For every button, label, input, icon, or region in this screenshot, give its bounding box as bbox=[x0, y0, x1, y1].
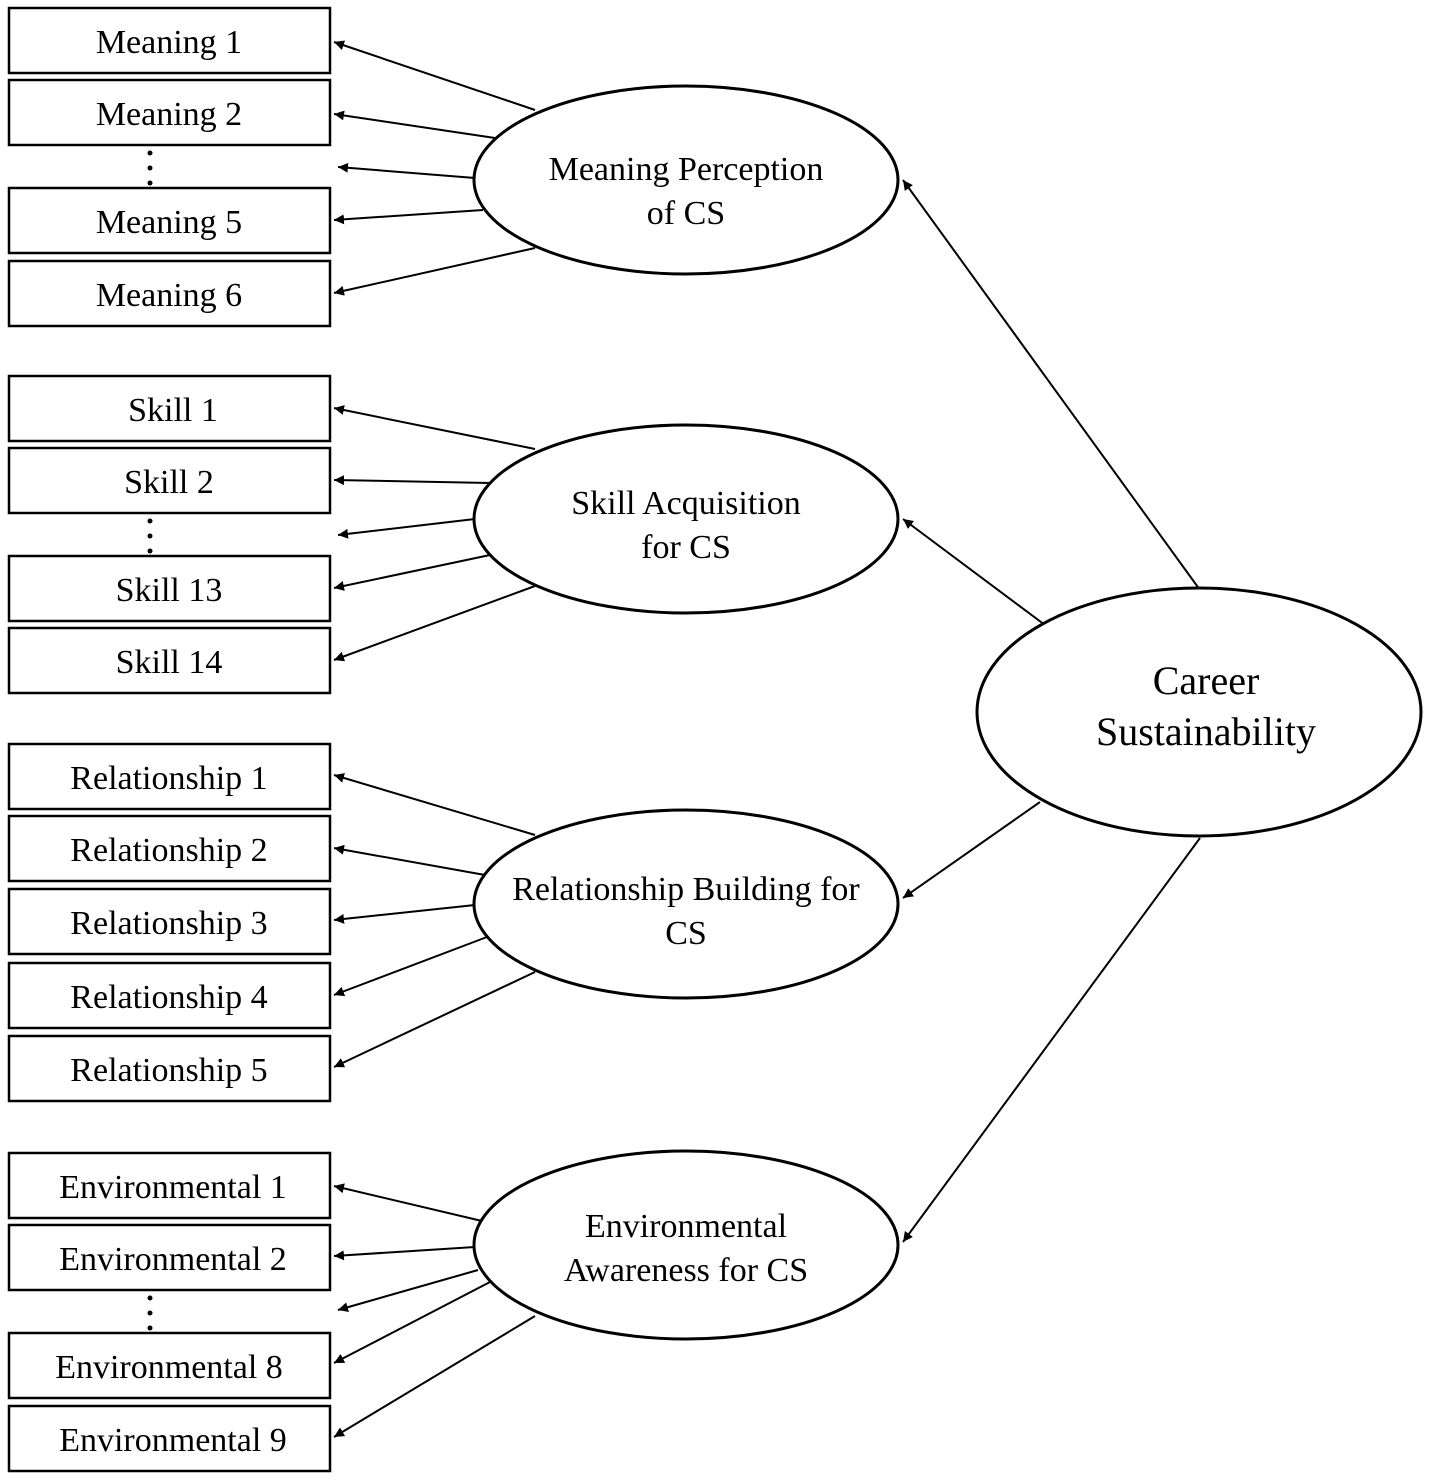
edges bbox=[333, 40, 1201, 1438]
edge-skill-13 bbox=[333, 554, 491, 591]
indicator-label: Skill 2 bbox=[124, 464, 214, 501]
indicator-box: Environmental 8 bbox=[7, 1331, 332, 1400]
indicator-box: Meaning 2 bbox=[7, 78, 332, 147]
latent-relationship: Relationship Building for CS bbox=[472, 808, 900, 1000]
ellipsis-marker bbox=[147, 1295, 153, 1331]
indicator-group-environmental: Environmental 1 Environmental 2 Environm… bbox=[7, 1151, 332, 1473]
indicator-label: Relationship 4 bbox=[70, 979, 267, 1016]
latent-label-line2: of CS bbox=[647, 195, 725, 232]
edge-environmental-9 bbox=[333, 1315, 536, 1438]
latent-skill: Skill Acquisition for CS bbox=[472, 423, 900, 615]
indicator-label: Meaning 2 bbox=[96, 96, 242, 133]
edge-relationship-4 bbox=[333, 936, 488, 997]
indicator-box: Skill 2 bbox=[7, 446, 332, 515]
indicator-label: Meaning 5 bbox=[96, 204, 242, 241]
indicator-box: Environmental 9 bbox=[7, 1404, 332, 1473]
root-label-line2: Sustainability bbox=[1096, 709, 1316, 754]
indicator-label: Skill 14 bbox=[116, 644, 223, 681]
ellipsis-marker bbox=[147, 518, 153, 554]
indicator-box: Meaning 6 bbox=[7, 259, 332, 328]
edge-environmental-ellipsis bbox=[337, 1269, 479, 1313]
latent-label-line1: Skill Acquisition bbox=[571, 485, 801, 522]
ellipsis-marker bbox=[147, 150, 153, 186]
indicator-box: Meaning 5 bbox=[7, 186, 332, 255]
indicator-box: Relationship 3 bbox=[7, 887, 332, 956]
latent-label-line1: Meaning Perception bbox=[549, 151, 824, 188]
edge-relationship-5 bbox=[333, 971, 536, 1068]
edge-meaning-ellipsis bbox=[337, 162, 476, 179]
indicator-label: Relationship 2 bbox=[70, 832, 267, 869]
indicator-label: Meaning 1 bbox=[96, 24, 242, 61]
indicator-group-meaning: Meaning 1 Meaning 2 Meaning 5 Meaning 6 bbox=[7, 6, 332, 328]
indicator-group-skill: Skill 1 Skill 2 Skill 13 Skill 14 bbox=[7, 374, 332, 695]
latent-label-line2: CS bbox=[665, 915, 707, 952]
indicator-box: Skill 14 bbox=[7, 626, 332, 695]
edge-relationship-2 bbox=[333, 844, 486, 876]
edge-environmental-2 bbox=[333, 1246, 476, 1261]
indicator-box: Skill 1 bbox=[7, 374, 332, 443]
indicator-label: Environmental 9 bbox=[59, 1422, 287, 1459]
edge-meaning-6 bbox=[333, 247, 536, 296]
edge-cs-to-relationship bbox=[902, 801, 1041, 899]
indicator-box: Relationship 2 bbox=[7, 814, 332, 883]
edge-relationship-3 bbox=[333, 904, 476, 924]
edge-skill-14 bbox=[333, 585, 536, 662]
latent-career-sustainability: Career Sustainability bbox=[975, 586, 1423, 838]
indicator-label: Environmental 1 bbox=[59, 1169, 287, 1206]
indicator-label: Relationship 3 bbox=[70, 905, 267, 942]
edge-cs-to-environmental bbox=[902, 837, 1201, 1243]
indicator-label: Skill 1 bbox=[128, 392, 218, 429]
indicator-label: Relationship 5 bbox=[70, 1052, 267, 1089]
indicator-box: Relationship 5 bbox=[7, 1034, 332, 1103]
latent-label-line2: for CS bbox=[641, 529, 731, 566]
edge-environmental-8 bbox=[333, 1281, 491, 1364]
indicator-box: Environmental 2 bbox=[7, 1223, 332, 1292]
indicator-group-relationship: Relationship 1 Relationship 2 Relationsh… bbox=[7, 742, 332, 1103]
edge-relationship-1 bbox=[333, 773, 536, 836]
edge-meaning-1 bbox=[333, 40, 536, 111]
indicator-box: Relationship 4 bbox=[7, 961, 332, 1030]
edge-cs-to-skill bbox=[902, 518, 1046, 626]
root-label-line1: Career bbox=[1153, 658, 1260, 703]
edge-skill-ellipsis bbox=[337, 518, 476, 539]
edge-skill-2 bbox=[333, 475, 491, 486]
edge-meaning-2 bbox=[333, 110, 496, 139]
indicator-box: Environmental 1 bbox=[7, 1151, 332, 1220]
edge-environmental-1 bbox=[333, 1183, 483, 1222]
indicator-box: Skill 13 bbox=[7, 554, 332, 623]
latent-label-line2: Awareness for CS bbox=[564, 1252, 808, 1289]
indicator-box: Meaning 1 bbox=[7, 6, 332, 75]
latent-label-line1: Relationship Building for bbox=[512, 871, 860, 908]
edge-meaning-5 bbox=[333, 209, 484, 225]
indicator-label: Relationship 1 bbox=[70, 760, 267, 797]
indicator-label: Skill 13 bbox=[116, 572, 223, 609]
latent-environmental: Environmental Awareness for CS bbox=[472, 1149, 900, 1341]
latent-label-line1: Environmental bbox=[585, 1208, 787, 1245]
edge-cs-to-meaning bbox=[902, 179, 1201, 591]
indicator-label: Environmental 8 bbox=[55, 1349, 283, 1386]
indicator-box: Relationship 1 bbox=[7, 742, 332, 811]
indicator-label: Environmental 2 bbox=[59, 1241, 287, 1278]
indicator-label: Meaning 6 bbox=[96, 277, 242, 314]
latent-meaning: Meaning Perception of CS bbox=[472, 84, 900, 276]
edge-skill-1 bbox=[333, 405, 536, 450]
